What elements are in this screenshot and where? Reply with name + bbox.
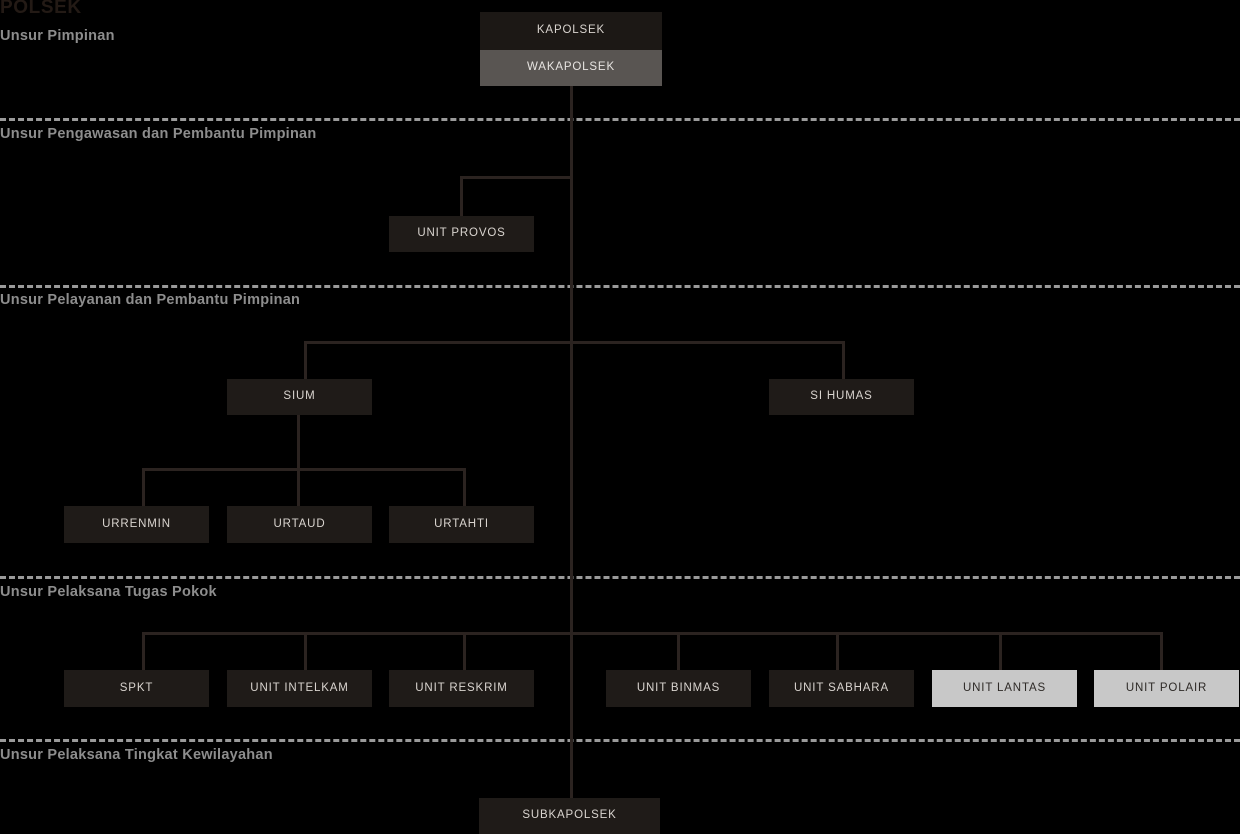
connector-main-spine [570,86,573,799]
node-urtahti[interactable]: URTAHTI [389,506,534,543]
section-label-pelayanan: Unsur Pelayanan dan Pembantu Pimpinan [0,292,301,308]
connector-spkt-drop [142,632,145,670]
node-sium[interactable]: SIUM [227,379,372,415]
connector-reskrim-drop [463,632,466,670]
node-subkapolsek[interactable]: SUBKAPOLSEK [479,798,660,834]
node-unit-provos[interactable]: UNIT PROVOS [389,216,534,252]
section-label-kewilayahan: Unsur Pelaksana Tingkat Kewilayahan [0,747,273,763]
connector-provos-drop [460,176,463,216]
page-title: POLSEK [0,0,82,18]
node-unit-reskrim[interactable]: UNIT RESKRIM [389,670,534,707]
divider-kewilayahan [0,739,1240,742]
node-kapolsek[interactable]: KAPOLSEK [480,12,662,50]
connector-pokok-bus [142,632,1162,635]
connector-sihumas-drop [842,341,845,379]
node-urtaud[interactable]: URTAUD [227,506,372,543]
connector-pelayanan-bus [304,341,845,344]
node-urrenmin[interactable]: URRENMIN [64,506,209,543]
connector-sium-drop [304,341,307,379]
divider-pelaksana-pokok [0,576,1240,579]
divider-pengawasan [0,118,1240,121]
connector-intelkam-drop [304,632,307,670]
connector-provos-horizontal [460,176,573,179]
node-unit-intelkam[interactable]: UNIT INTELKAM [227,670,372,707]
connector-sium-child-bus [142,468,466,471]
connector-sabhara-drop [836,632,839,670]
section-label-pengawasan: Unsur Pengawasan dan Pembantu Pimpinan [0,126,317,142]
node-unit-polair[interactable]: UNIT POLAIR [1094,670,1239,707]
connector-binmas-drop [677,632,680,670]
node-unit-lantas[interactable]: UNIT LANTAS [932,670,1077,707]
connector-urrenmin-drop [142,468,145,506]
connector-urtahti-drop [463,468,466,506]
section-label-pimpinan: Unsur Pimpinan [0,28,115,44]
node-spkt[interactable]: SPKT [64,670,209,707]
connector-polair-drop [1160,632,1163,670]
connector-sium-stem [297,415,300,469]
node-si-humas[interactable]: SI HUMAS [769,379,914,415]
divider-pelayanan [0,285,1240,288]
node-unit-binmas[interactable]: UNIT BINMAS [606,670,751,707]
node-unit-sabhara[interactable]: UNIT SABHARA [769,670,914,707]
section-label-pelaksana-pokok: Unsur Pelaksana Tugas Pokok [0,584,217,600]
connector-lantas-drop [999,632,1002,670]
connector-urtaud-drop [297,468,300,506]
node-wakapolsek[interactable]: WAKAPOLSEK [480,50,662,86]
